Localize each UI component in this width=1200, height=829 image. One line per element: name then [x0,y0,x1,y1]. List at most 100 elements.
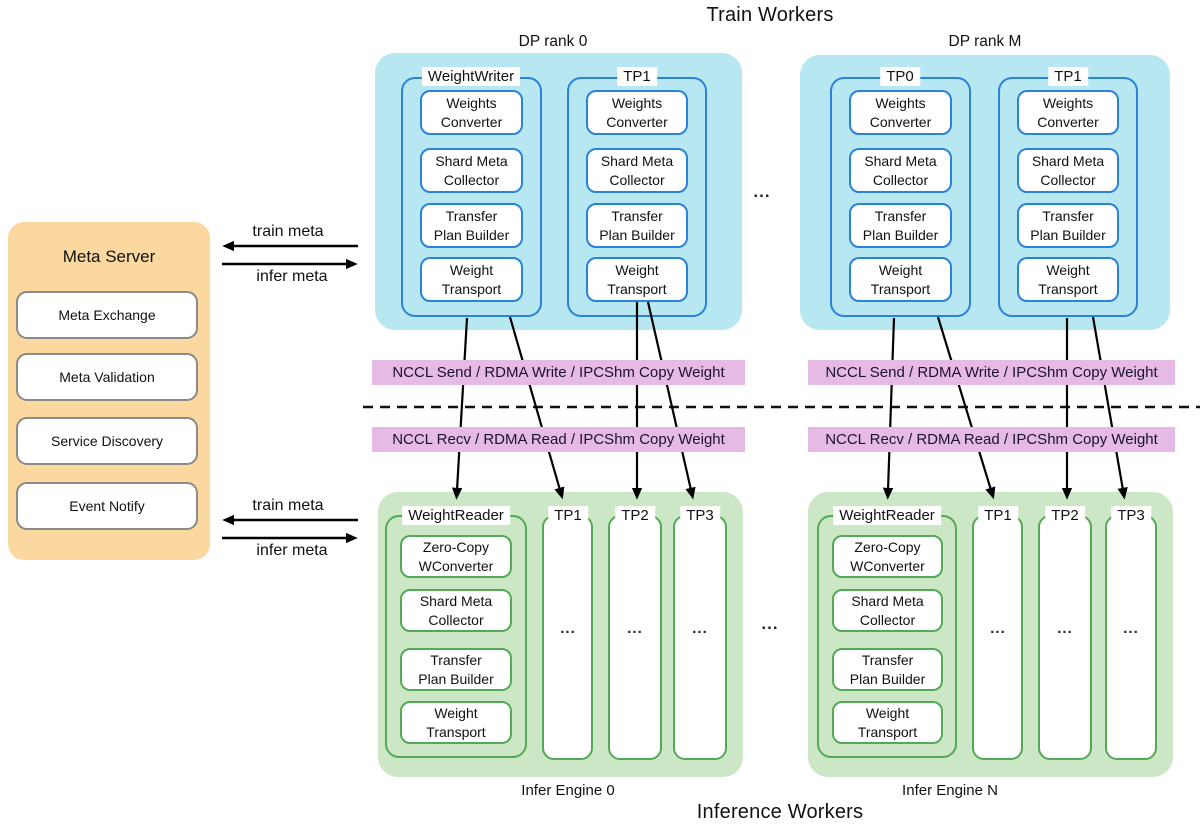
module-line: Plan Builder [1030,226,1106,243]
module-line: Shard Meta [1031,152,1105,169]
module-line: Weights [1042,94,1094,111]
module-line: Collector [859,611,916,628]
module-line: Transfer [1042,207,1094,224]
module-line: Weight [865,704,910,721]
nccl-send-bar-right: NCCL Send / RDMA Write / IPCShm Copy Wei… [808,360,1175,385]
module-line: Transport [426,723,486,740]
dp-rank-0-label: DP rank 0 [518,33,588,50]
tp3-ellipsis: ... [1123,620,1139,637]
tp2-ellipsis: ... [1057,620,1073,637]
infer-gap-ellipsis: ... [761,614,779,633]
inference-workers-title: Inference Workers [696,801,864,823]
col-label-weightwriter: WeightWriter [421,67,521,86]
tp2-ellipsis: ... [627,620,643,637]
train-meta-label-top: train meta [252,223,324,240]
col-label-weightreader-n: WeightReader [833,506,941,525]
module-line: Shard Meta [435,152,508,169]
module-line: Transport [1038,280,1098,297]
col-label-tp1: TP1 [617,67,657,86]
module-line: Transfer [430,651,482,668]
module-line: Collector [1040,171,1096,188]
module-line: Shard Meta [864,152,937,169]
col-label-infer-tp3-n: TP3 [1111,506,1151,525]
col-label-infer-tp1-0: TP1 [548,506,588,525]
module-line: WConverter [850,557,925,574]
arrow-ww-to-reader-0 [451,317,469,500]
col-label-weightreader-0: WeightReader [402,506,510,525]
module-line: Plan Builder [433,226,510,243]
arrow-ww-to-tp1-0 [508,316,565,500]
module-line: Weight [434,704,478,721]
infer-col-tp1-0 [542,515,593,760]
infer-engine-n-label: Infer Engine N [902,782,998,799]
module-line: Weights [875,94,926,111]
module-line: Transport [857,723,918,740]
module-line: Plan Builder [418,670,494,687]
col-label-infer-tp1-n: TP1 [978,506,1018,525]
nccl-recv-bar-right: NCCL Recv / RDMA Read / IPCShm Copy Weig… [808,427,1175,452]
module-line: Weight [449,261,494,278]
module-line: Zero-Copy [422,538,490,555]
module-line: WConverter [418,557,494,574]
module-line: Shard Meta [851,592,924,609]
tp1-ellipsis: ... [990,620,1006,637]
module-line: Converter [440,113,503,130]
module-line: Plan Builder [862,226,939,243]
train-meta-label-bottom: train meta [252,497,324,514]
infer-engine-0-label: Infer Engine 0 [521,782,615,799]
infer-col-tp1-n [972,515,1023,760]
train-gap-ellipsis: ... [753,182,771,201]
module-line: Transfer [861,651,914,668]
meta-server-title: Meta Server [62,247,156,266]
module-line: Weights [446,94,497,111]
module-line: Converter [869,113,932,130]
dp-rank-m-label: DP rank M [948,33,1022,50]
module-line: Shard Meta [600,152,674,169]
module-line: Weight [878,261,923,278]
module-line: Plan Builder [849,670,926,687]
arrow-tp0-to-reader-n [882,317,896,500]
arrow-tp0-to-tp1-n [936,316,996,500]
module-line: Collector [428,611,484,628]
module-line: Transport [441,280,502,297]
meta-item-validation: Meta Validation [16,353,198,401]
infer-meta-label-top: infer meta [256,268,328,285]
module-line: Transfer [611,207,663,224]
meta-item-exchange: Meta Exchange [16,291,198,339]
module-line: Converter [606,113,668,130]
module-line: Collector [609,171,665,188]
infer-meta-label-bottom: infer meta [256,542,328,559]
nccl-recv-bar-left: NCCL Recv / RDMA Read / IPCShm Copy Weig… [372,427,745,452]
module-line: Transfer [874,207,927,224]
tp3-ellipsis: ... [692,620,708,637]
module-line: Weights [611,94,663,111]
col-label-tp0: TP0 [880,67,920,86]
col-label-infer-tp2-n: TP2 [1045,506,1085,525]
infer-col-tp3-0 [673,515,727,760]
col-label-infer-tp3-0: TP3 [680,506,720,525]
train-workers-title: Train Workers [706,4,834,26]
col-label-tp1-m: TP1 [1048,67,1088,86]
